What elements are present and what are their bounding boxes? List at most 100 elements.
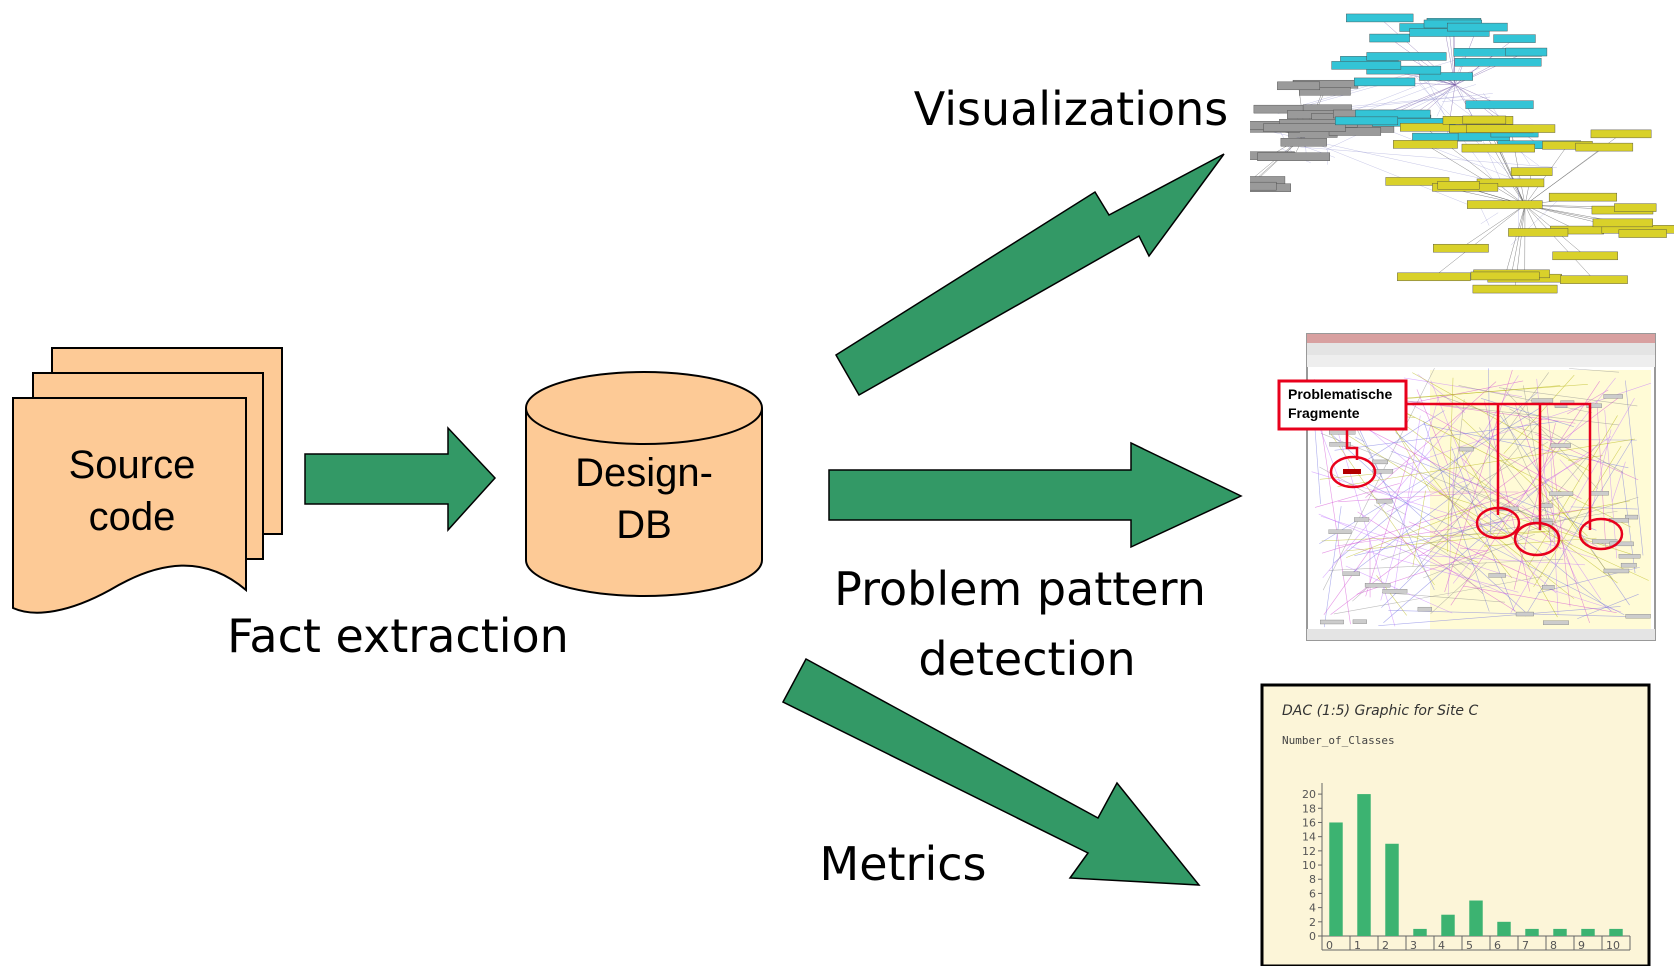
screenshot-edge	[1604, 410, 1618, 559]
bar	[1357, 794, 1371, 936]
screenshot-node	[1372, 469, 1394, 474]
x-tick-label: 8	[1550, 939, 1557, 952]
screenshot-edge	[1458, 484, 1550, 524]
screenshot-edge	[1366, 396, 1618, 584]
graph-edge	[1511, 204, 1526, 274]
screenshot-toolbar	[1307, 355, 1655, 367]
source-code-label-line2: code	[89, 495, 176, 539]
screenshot-edge	[1510, 398, 1635, 613]
graph-edge	[1510, 128, 1526, 206]
screenshot-edge	[1488, 368, 1492, 535]
screenshot-node	[1592, 539, 1618, 544]
screenshot-node	[1352, 619, 1367, 624]
chart-y-axis-label: Number_of_Classes	[1282, 734, 1395, 747]
screenshot-node	[1586, 403, 1602, 408]
screenshot-edge	[1365, 381, 1497, 498]
cylinder-body	[525, 408, 763, 597]
graph-node	[1470, 271, 1540, 281]
screenshot-canvas-highlight	[1430, 370, 1651, 629]
screenshot-edge	[1366, 482, 1625, 615]
graph-node	[1548, 192, 1618, 202]
screenshot-edge	[1320, 515, 1622, 613]
screenshot-edge	[1386, 477, 1474, 512]
bar	[1469, 900, 1483, 936]
bar	[1609, 928, 1623, 936]
graph-node	[1465, 100, 1534, 109]
screenshot-node	[1618, 554, 1641, 559]
y-tick-label: 0	[1309, 930, 1316, 943]
screenshot-node	[1417, 606, 1432, 612]
screenshot-edge	[1314, 483, 1400, 508]
screenshot-edge	[1447, 426, 1558, 618]
screenshot-edge	[1357, 511, 1517, 612]
graph-node	[1263, 123, 1346, 132]
screenshot-edge	[1337, 438, 1636, 487]
screenshot-edge	[1333, 392, 1538, 564]
screenshot-edge	[1568, 455, 1603, 461]
graph-node	[1437, 181, 1480, 190]
screenshot-edge	[1328, 399, 1396, 627]
graph-edge	[1524, 171, 1532, 206]
y-tick-label: 20	[1302, 788, 1316, 801]
screenshot-node	[1542, 585, 1555, 590]
graph-edge	[1524, 204, 1539, 233]
fact-extraction-arrow	[304, 426, 497, 532]
screenshot-edge	[1527, 415, 1618, 567]
y-tick-label: 6	[1309, 887, 1316, 900]
screenshot-edge	[1596, 401, 1607, 550]
visualization-graph-thumbnail	[1250, 13, 1674, 294]
document-page-front	[12, 397, 247, 614]
y-tick-label: 8	[1309, 873, 1316, 886]
graph-cross-edge	[1480, 212, 1499, 224]
screenshot-edge	[1322, 408, 1466, 579]
graph-node	[1257, 152, 1330, 161]
graph-cross-edge	[1300, 146, 1557, 168]
graph-node	[1466, 124, 1556, 133]
graph-nodes	[1250, 13, 1674, 294]
screenshot-node	[1543, 620, 1569, 625]
screenshot-edge	[1444, 369, 1513, 593]
screenshot-edge	[1351, 484, 1468, 574]
design-db-label-line1: Design-	[575, 451, 713, 495]
source-code-label-line1: Source	[69, 443, 196, 487]
graph-node	[1505, 47, 1548, 57]
problem-detection-arrow	[828, 441, 1243, 549]
y-tick-label: 2	[1309, 916, 1316, 929]
bar	[1581, 928, 1595, 936]
screenshot-edge	[1462, 418, 1588, 537]
visualizations-label: Visualizations	[914, 82, 1229, 136]
screenshot-edge	[1625, 380, 1644, 556]
graph-node	[1354, 77, 1416, 87]
screenshot-edge	[1498, 387, 1638, 407]
y-tick-label: 14	[1302, 831, 1316, 844]
graph-node	[1280, 138, 1327, 147]
screenshot-node	[1328, 529, 1352, 534]
visualizations-arrow	[834, 153, 1225, 397]
graph-edge	[1433, 204, 1526, 278]
screenshot-edge	[1450, 399, 1465, 522]
graph-node	[1331, 61, 1402, 70]
bar	[1329, 822, 1343, 936]
graph-node	[1346, 13, 1414, 23]
screenshot-edge	[1460, 547, 1487, 552]
screenshot-menubar	[1307, 343, 1655, 355]
screenshot-edge	[1509, 408, 1624, 473]
cylinder-top	[525, 371, 763, 445]
graph-node	[1299, 87, 1351, 96]
graph-node	[1393, 140, 1458, 149]
metrics-bar-chart: DAC (1:5) Graphic for Site C Number_of_C…	[1260, 683, 1651, 966]
screenshot-edge	[1483, 537, 1597, 547]
screenshot-edge	[1534, 433, 1639, 481]
graph-node	[1454, 58, 1542, 67]
bar	[1497, 921, 1511, 936]
graph-node	[1592, 218, 1653, 228]
graph-node	[1419, 72, 1473, 81]
graph-cross-edge	[1442, 96, 1491, 102]
graph-cross-edge	[1436, 59, 1464, 117]
screenshot-edge	[1449, 483, 1527, 550]
metrics-label: Metrics	[820, 837, 987, 891]
screenshot-node	[1342, 571, 1360, 576]
graph-node	[1552, 251, 1618, 261]
screenshot-edge	[1403, 377, 1523, 397]
